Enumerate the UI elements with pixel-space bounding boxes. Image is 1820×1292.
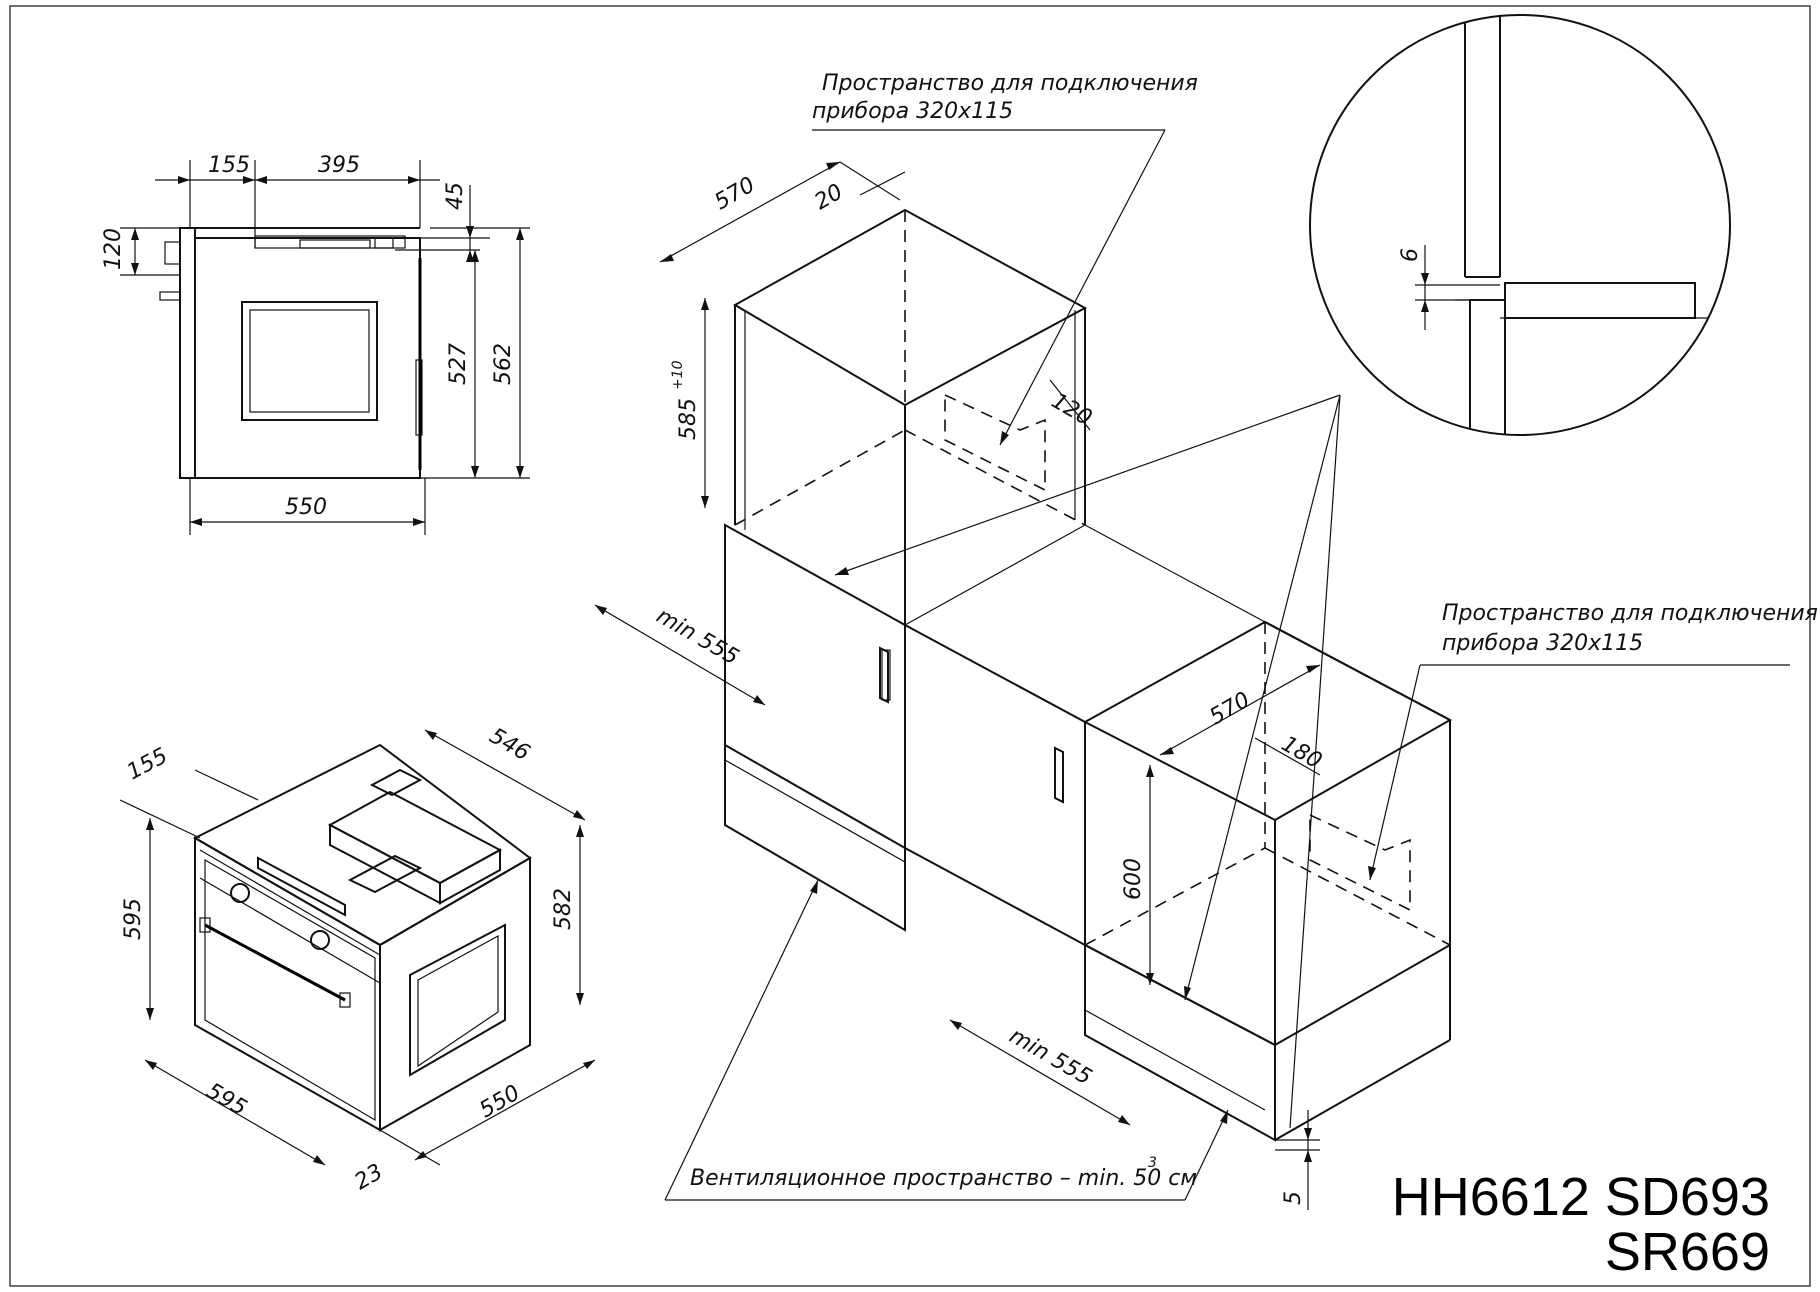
iso-oven: 155 546 595 582 595 550 23 (119, 724, 596, 1196)
connection-note-1-line1: Пространство для подключения (822, 71, 1198, 96)
connection-note-1-line2: прибора 320x115 (812, 99, 1013, 124)
side-dim-550: 550 (285, 495, 327, 520)
oven-dim-155: 155 (123, 744, 172, 786)
cab-dim-600: 600 (1121, 858, 1146, 900)
side-dim-527: 527 (446, 343, 471, 385)
oven-dim-550: 550 (476, 1081, 525, 1124)
oven-dim-546: 546 (485, 724, 534, 767)
side-dim-120: 120 (101, 228, 126, 270)
side-dim-562: 562 (491, 343, 516, 385)
cab-dim-20: 20 (811, 180, 848, 216)
oven-dim-582: 582 (551, 888, 576, 930)
connection-note-2-line1: Пространство для подключения (1442, 601, 1818, 626)
side-dim-395: 395 (318, 153, 360, 178)
side-dim-45: 45 (443, 182, 468, 210)
side-view: 155 395 45 527 562 120 550 (101, 153, 530, 535)
ventilation-note: Вентиляционное пространство – min. 50 см (690, 1166, 1197, 1191)
oven-dim-23: 23 (351, 1160, 388, 1196)
oven-dim-595-w: 595 (202, 1079, 251, 1122)
cab-dim-555-a: min 555 (652, 604, 743, 671)
sheet-frame (9, 5, 1811, 1287)
cab-dim-555-b: min 555 (1005, 1024, 1096, 1091)
cab-dim-570-b: 570 (1206, 688, 1255, 731)
model-title-line1: HH6612 SD693 (1392, 1167, 1770, 1227)
cab-dim-120: 120 (1047, 389, 1096, 432)
cab-dim-570-top: 570 (711, 173, 760, 216)
cab-dim-5: 5 (1281, 1191, 1306, 1205)
detail-dim-6: 6 (1398, 248, 1423, 262)
cab-dim-180: 180 (1277, 732, 1326, 775)
detail-circle: 6 (1309, 14, 1731, 436)
side-dim-155: 155 (208, 153, 250, 178)
ventilation-note-sup: 3 (1148, 1155, 1157, 1171)
cab-dim-585-tol: +10 (670, 360, 686, 390)
model-title-line2: SR669 (1605, 1222, 1770, 1282)
cab-dim-585: 585 (676, 398, 701, 440)
oven-dim-595-h: 595 (121, 898, 146, 940)
connection-note-2-line2: прибора 320x115 (1442, 631, 1643, 656)
cabinet-assembly: 570 20 585 +10 120 min 555 570 180 600 (594, 71, 1818, 1210)
